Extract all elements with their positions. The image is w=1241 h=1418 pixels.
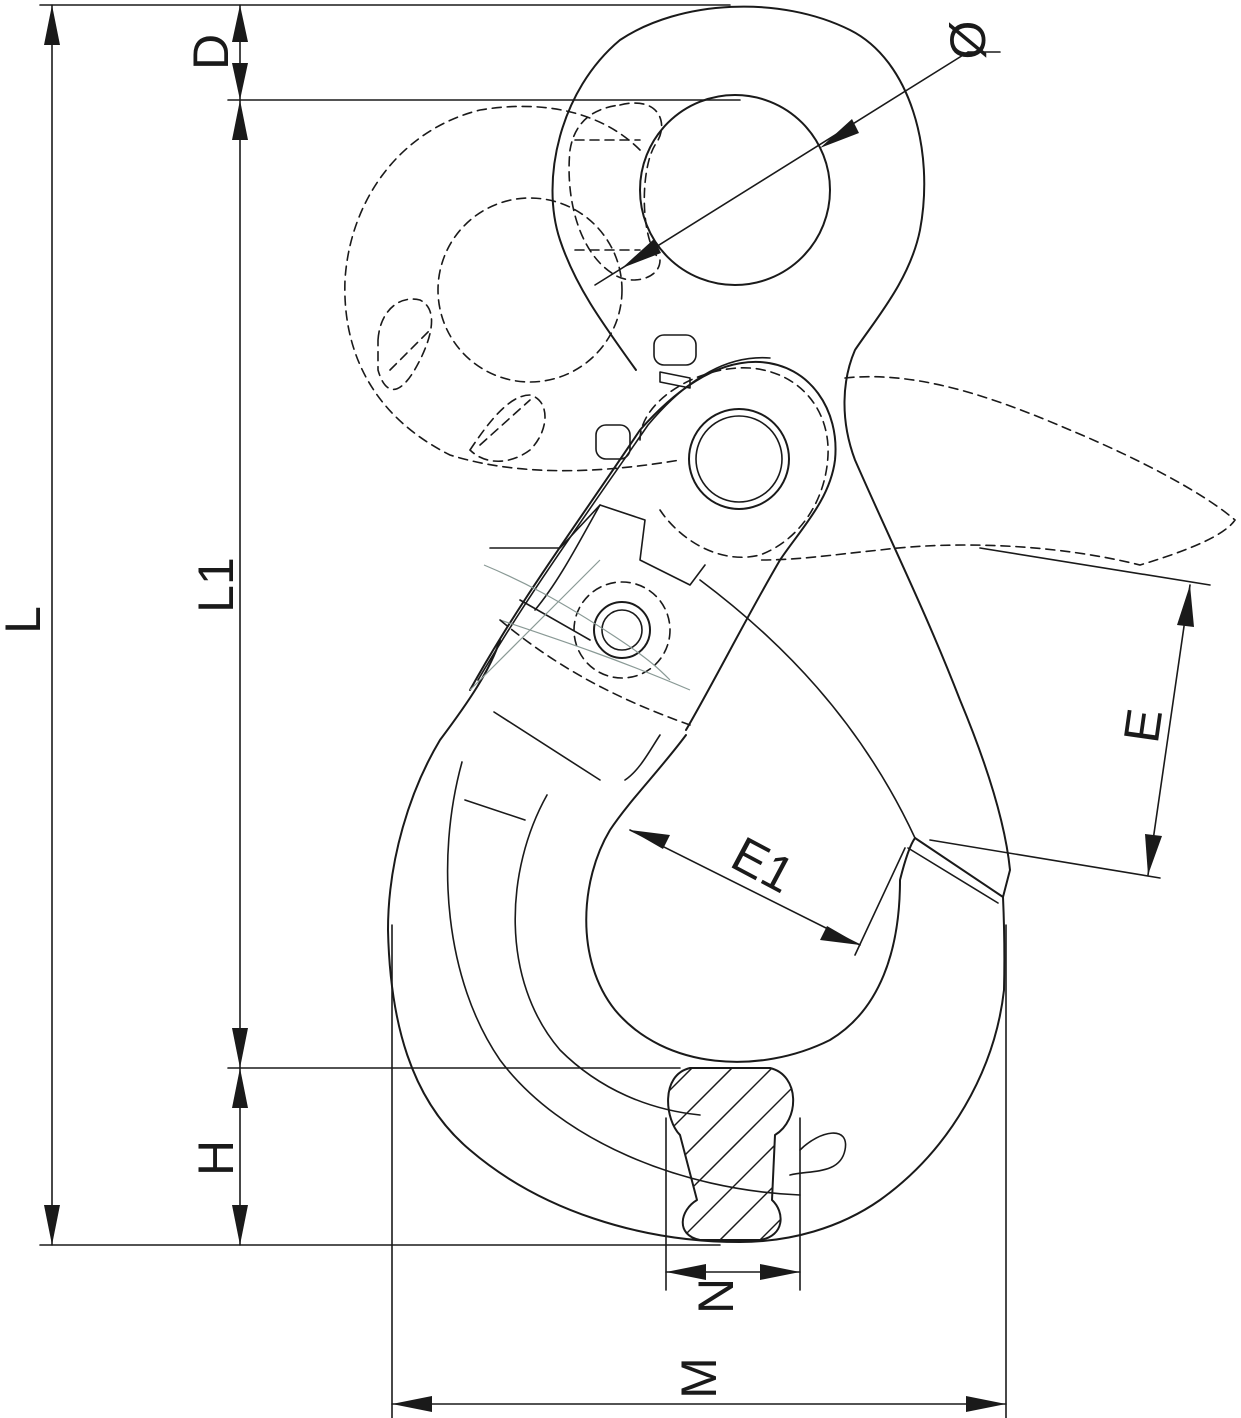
dimension-lines [39, 4, 1211, 1418]
latch-pivot-inner [695, 415, 783, 503]
dashed-eye-hole [437, 197, 623, 383]
small-slot-mid [595, 424, 631, 460]
eye-hole [639, 94, 831, 286]
label-M: M [671, 1357, 727, 1399]
dimension-labels: L D L1 H Ø E E1 N M [0, 21, 1173, 1399]
cross-section-hatching [668, 1068, 794, 1240]
label-E1: E1 [723, 826, 803, 904]
hook-inner-ridge-2 [514, 794, 701, 1116]
label-D: D [183, 34, 239, 70]
label-E: E [1113, 705, 1173, 746]
dashed-rotated-position [344, 102, 1237, 566]
hook-outer-outline [387, 5, 1011, 1243]
dim-E-line [1147, 584, 1191, 876]
hook-tip-edge [907, 847, 999, 904]
cross-section-outline [667, 1067, 795, 1241]
trigger-mechanism [469, 504, 706, 726]
latch [469, 356, 837, 731]
hook-body [387, 5, 1011, 1243]
hook-tip-cut [914, 837, 1004, 898]
label-L1: L1 [188, 557, 244, 613]
dashed-eye-outline [344, 105, 681, 472]
trigger-pivot-outer [573, 581, 671, 679]
hook-throat-outline [585, 734, 916, 1063]
latch-pivot-outer [688, 408, 790, 510]
hook-inner-ridge [446, 761, 801, 1196]
latch-outline [469, 360, 837, 731]
trigger-pivot-mid [593, 601, 651, 659]
trigger-pivot-inner [601, 609, 643, 651]
label-L: L [0, 606, 51, 634]
dashed-hook-tip [759, 375, 1237, 566]
small-slot-top [653, 334, 697, 366]
dim-E1-line [629, 829, 861, 946]
label-phi: Ø [940, 21, 996, 60]
hook-cross-section [667, 1067, 847, 1241]
label-H: H [188, 1140, 244, 1176]
label-N: N [688, 1278, 744, 1314]
